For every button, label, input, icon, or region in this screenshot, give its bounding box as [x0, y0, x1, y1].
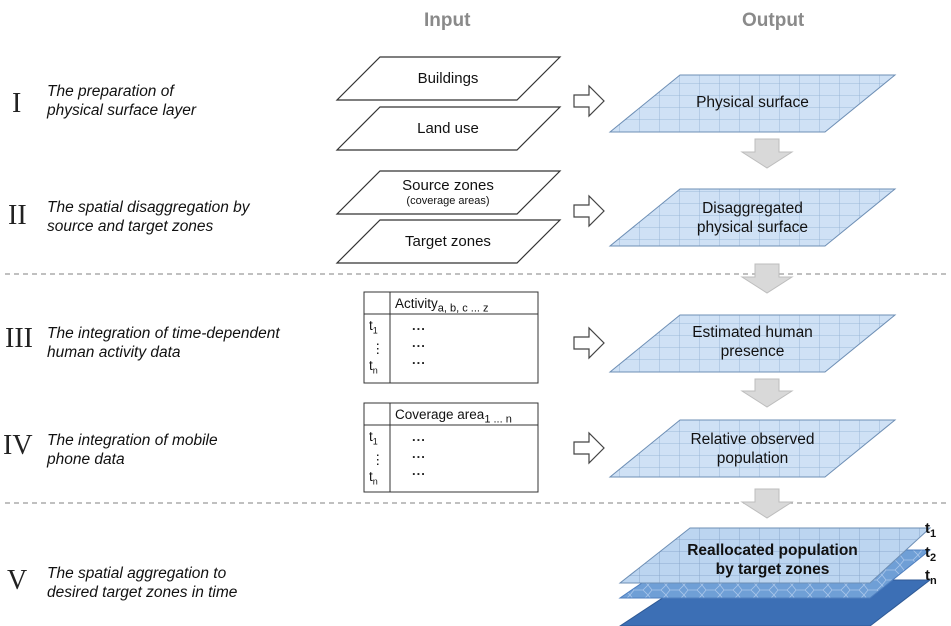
output-4-line-1: Relative observed — [690, 431, 815, 448]
stage-numeral-2: II — [8, 200, 27, 231]
output-human-presence-label: Estimated human presence — [640, 323, 865, 361]
stage-3-line-1: The integration of time-dependent — [47, 325, 280, 342]
input-target-zones-label: Target zones — [405, 233, 491, 250]
stage-3-line-2: human activity data — [47, 344, 181, 361]
stage-numeral-1: I — [12, 88, 22, 119]
stage-2-line-2: source and target zones — [47, 218, 214, 235]
stage-description-3: The integration of time-dependent human … — [47, 324, 280, 362]
coverage-table — [363, 402, 539, 493]
row-tn: t — [369, 357, 373, 373]
down-arrow-icon-4 — [740, 488, 794, 519]
stage-4-line-1: The integration of mobile — [47, 432, 218, 449]
coverage-table-header: Coverage area1 ... n — [395, 407, 512, 426]
right-arrow-icon-3 — [573, 326, 605, 360]
table-cell: ... — [412, 463, 426, 478]
table-cell: ... — [412, 429, 426, 444]
input-column-header: Input — [424, 10, 471, 31]
row-t1-sub: 1 — [372, 436, 378, 447]
input-target-zones-shape — [335, 219, 562, 264]
table-cell: ... — [412, 352, 426, 367]
activity-table-rows: t1 ⋮ tn — [369, 317, 385, 379]
stage-description-1: The preparation of physical surface laye… — [47, 82, 196, 120]
output-relative-population-label: Relative observed population — [640, 430, 865, 468]
input-coverage-areas-sublabel: (coverage areas) — [406, 195, 490, 207]
time-label-tn: tn — [925, 567, 937, 587]
coverage-table-cells: ... ... ... — [412, 428, 426, 479]
row-vdots: ⋮ — [371, 451, 385, 467]
row-tn-sub: n — [372, 476, 378, 487]
time-label-t2: t2 — [925, 544, 937, 564]
activity-table-header: Activitya, b, c ... z — [395, 296, 489, 315]
output-reallocated-label: Reallocated population by target zones — [655, 541, 890, 579]
stage-numeral-3: III — [5, 323, 33, 354]
activity-table — [363, 291, 539, 384]
stage-5-line-1: The spatial aggregation to — [47, 565, 227, 582]
output-3-line-2: presence — [720, 343, 785, 360]
output-5-line-1: Reallocated population — [687, 542, 858, 559]
down-arrow-icon-3 — [740, 378, 794, 408]
output-2-line-2: physical surface — [696, 219, 809, 236]
input-buildings-shape — [335, 56, 562, 101]
stage-1-line-1: The preparation of — [47, 83, 174, 100]
output-column-header: Output — [742, 10, 805, 31]
final-plane-t1 — [618, 527, 932, 584]
row-vdots: ⋮ — [371, 340, 385, 356]
right-arrow-icon-2 — [573, 194, 605, 228]
right-arrow-icon-4 — [573, 431, 605, 465]
coverage-table-rows: t1 ⋮ tn — [369, 428, 385, 490]
output-relative-population-plane — [608, 419, 897, 478]
output-physical-surface-label: Physical surface — [640, 93, 865, 112]
output-4-line-2: population — [716, 450, 789, 467]
output-5-line-2: by target zones — [715, 561, 830, 578]
coverage-header-sub: 1 ... n — [484, 413, 512, 426]
table-cell: ... — [412, 335, 426, 350]
stage-description-5: The spatial aggregation to desired targe… — [47, 564, 237, 602]
row-t1-sub: 1 — [372, 325, 378, 336]
activity-header-sub: a, b, c ... z — [437, 302, 489, 315]
input-landuse-shape — [335, 106, 562, 151]
table-cell: ... — [412, 446, 426, 461]
table-cell: ... — [412, 318, 426, 333]
right-arrow-icon-1 — [573, 84, 605, 118]
output-disaggregated-plane — [608, 188, 897, 247]
stage-description-2: The spatial disaggregation by source and… — [47, 198, 250, 236]
row-t1: t — [369, 429, 373, 444]
row-t1: t — [369, 318, 373, 333]
time-label-t1: t1 — [925, 520, 937, 540]
stage-1-line-2: physical surface layer — [47, 102, 197, 119]
row-tn: t — [369, 468, 373, 484]
row-tn-sub: n — [372, 365, 378, 376]
input-source-zones-label: Source zones — [402, 177, 494, 194]
activity-table-cells: ... ... ... — [412, 317, 426, 368]
output-2-line-1: Disaggregated — [702, 200, 803, 217]
coverage-header-text: Coverage area — [395, 407, 485, 422]
down-arrow-icon-2 — [740, 263, 794, 294]
input-landuse-label: Land use — [417, 120, 479, 137]
input-buildings-label: Buildings — [417, 70, 479, 87]
down-arrow-icon-1 — [740, 138, 794, 169]
stage-2-line-1: The spatial disaggregation by — [47, 199, 250, 216]
activity-header-text: Activity — [395, 296, 438, 311]
stage-4-line-2: phone data — [47, 451, 125, 468]
output-human-presence-plane — [608, 314, 897, 373]
stage-numeral-5: V — [7, 565, 28, 596]
stage-description-4: The integration of mobile phone data — [47, 431, 218, 469]
output-1-line-1: Physical surface — [696, 94, 809, 111]
input-source-zones-shape — [335, 170, 562, 215]
stage-numeral-4: IV — [3, 430, 33, 461]
output-3-line-1: Estimated human — [692, 324, 813, 341]
stage-5-line-2: desired target zones in time — [47, 584, 238, 601]
output-physical-surface-plane — [608, 74, 897, 133]
output-disaggregated-label: Disaggregated physical surface — [640, 199, 865, 237]
